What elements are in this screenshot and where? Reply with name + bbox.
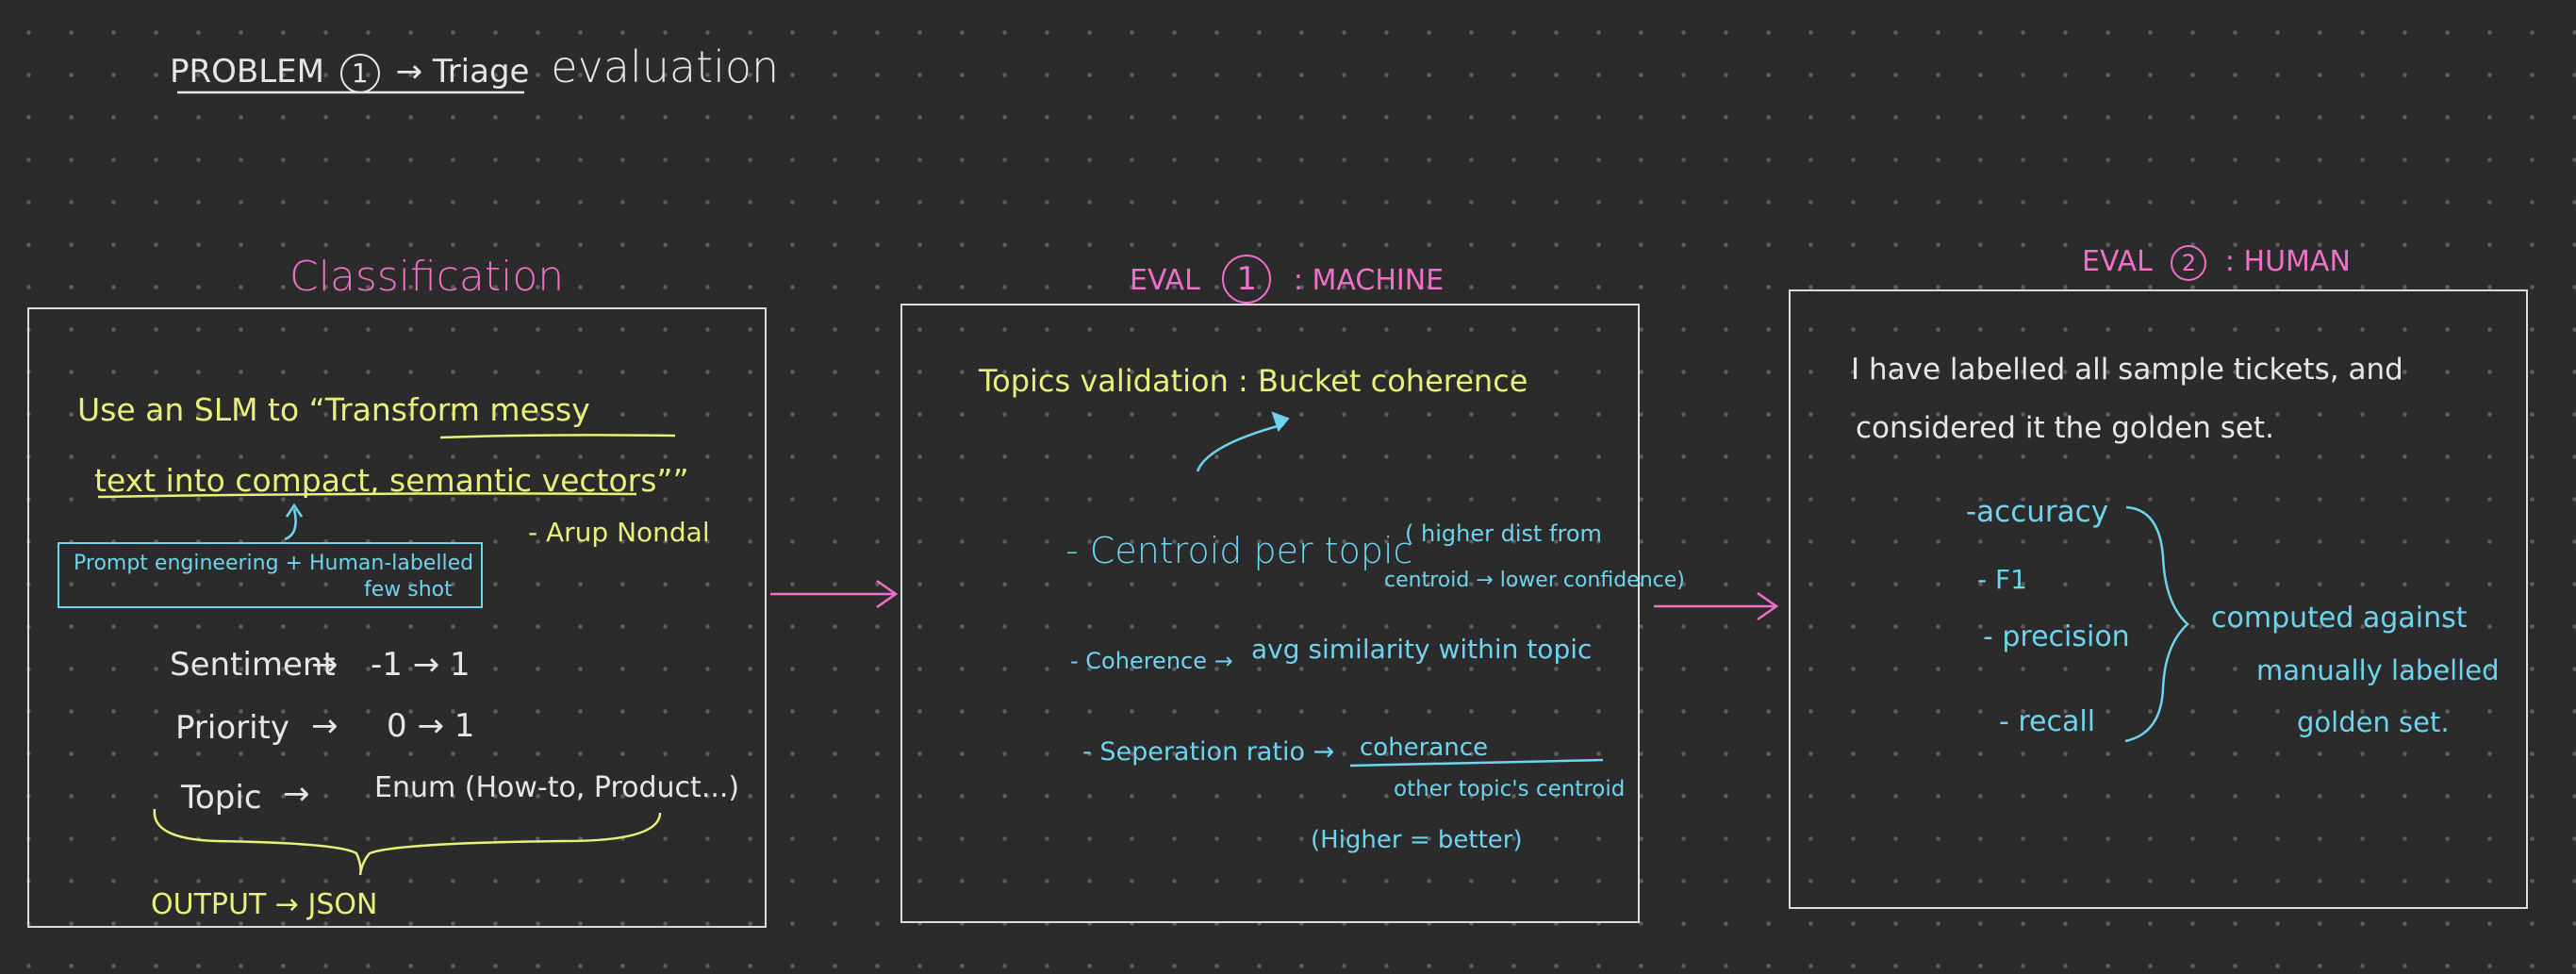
eval2-number-circle: 2 <box>2171 245 2207 281</box>
quote-line1: Use an SLM to “Transform messy <box>77 391 590 428</box>
eval1-numerator: coherance <box>1360 734 1489 762</box>
eval2-metric-f1: - F1 <box>1977 564 2027 595</box>
eval2-line2: considered it the golden set. <box>1856 411 2274 445</box>
eval1-centroid-note2: centroid → lower confidence) <box>1384 569 1685 592</box>
row-priority-label: Priority <box>175 709 290 747</box>
arrow-to-eval2-head <box>1757 591 1779 621</box>
eval2-metric-recall: - recall <box>1999 705 2096 738</box>
eval1-coherence-b: avg similarity within topic <box>1251 634 1593 665</box>
quote-line1-a: Use an SLM to “ <box>77 391 325 428</box>
eval2-computed3: golden set. <box>2297 706 2450 738</box>
row-sentiment-value: -1 → 1 <box>371 646 471 684</box>
arrow-to-eval1-head <box>876 579 899 609</box>
prompt-box <box>58 542 483 608</box>
eval1-number-circle: 1 <box>1222 255 1272 304</box>
prompt-line1: Prompt engineering + Human-labelled <box>74 552 474 575</box>
title-problem: PROBLEM <box>170 53 324 91</box>
eval1-denominator: other topic's centroid <box>1394 777 1626 801</box>
quote-line1-b: Transform messy <box>324 391 590 428</box>
row-topic-arrow-icon: → <box>283 775 310 813</box>
title-number-circle: 1 <box>339 54 380 93</box>
eval1-coherence-a: - Coherence → <box>1070 648 1233 674</box>
eval1-note: (Higher = better) <box>1311 826 1523 854</box>
row-topic-label: Topic <box>181 779 262 817</box>
title-evaluation: evaluation <box>551 41 780 92</box>
row-sentiment-arrow-icon: → <box>311 646 339 684</box>
quote-line2: text into compact, semantic vectors”” <box>94 462 689 499</box>
eval1-heading-prefix: EVAL <box>1130 264 1200 297</box>
output-json: OUTPUT → JSON <box>151 888 378 921</box>
quote-author: - Arup Nondal <box>528 517 710 548</box>
eval1-heading: EVAL 1 : MACHINE <box>1130 255 1444 304</box>
row-sentiment-label: Sentiment <box>170 646 336 684</box>
row-topic-value: Enum (How-to, Product...) <box>374 771 740 804</box>
title-number: 1 <box>351 58 369 89</box>
eval2-number: 2 <box>2181 250 2196 276</box>
eval1-panel <box>900 304 1640 923</box>
eval2-computed1: computed against <box>2211 602 2468 635</box>
prompt-line2: few shot <box>364 578 453 602</box>
eval1-separation: - Seperation ratio → <box>1082 737 1335 767</box>
eval2-computed2: manually labelled <box>2256 654 2500 686</box>
classification-heading: Classification <box>289 253 565 301</box>
eval1-centroid: - Centroid per topic <box>1065 530 1413 571</box>
eval1-topics: Topics validation : Bucket coherence <box>979 363 1528 399</box>
eval1-number: 1 <box>1236 260 1258 298</box>
classification-panel <box>27 307 767 928</box>
row-priority-value: 0 → 1 <box>387 707 475 745</box>
title-arrow-icon: → <box>395 53 423 91</box>
eval2-line1: I have labelled all sample tickets, and <box>1851 353 2403 387</box>
eval2-heading-prefix: EVAL <box>2082 245 2153 278</box>
eval2-panel <box>1789 289 2528 909</box>
eval2-heading: EVAL 2 : HUMAN <box>2082 245 2351 281</box>
page-title: PROBLEM 1 → Triage evaluation <box>170 41 779 93</box>
eval1-heading-suffix: : MACHINE <box>1293 264 1445 297</box>
eval2-metric-precision: - precision <box>1983 620 2130 653</box>
row-priority-arrow-icon: → <box>311 707 339 745</box>
eval2-metric-accuracy: -accuracy <box>1966 495 2109 529</box>
eval2-heading-suffix: : HUMAN <box>2224 245 2351 278</box>
title-triage: Triage <box>432 53 530 91</box>
eval1-centroid-note1: ( higher dist from <box>1405 520 1602 547</box>
